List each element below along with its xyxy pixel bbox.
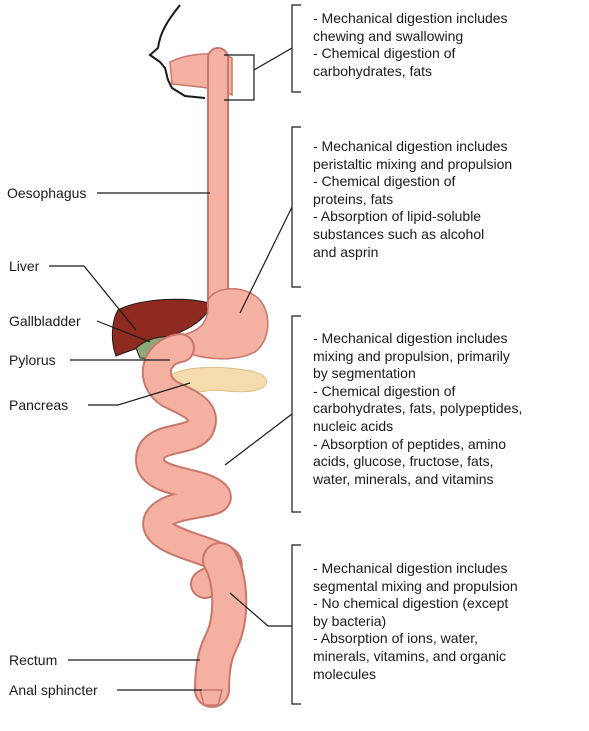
label-pancreas: Pancreas — [9, 397, 69, 413]
note-stomach: - Mechanical digestion includes peristal… — [313, 138, 513, 260]
label-liver: Liver — [9, 258, 40, 274]
label-gallbladder: Gallbladder — [9, 313, 81, 329]
note-large-intestine: - Mechanical digestion includes segmenta… — [313, 560, 518, 682]
brackets-right — [224, 4, 301, 705]
stomach — [177, 288, 269, 360]
face-profile — [148, 4, 206, 99]
note-small-intestine: - Mechanical digestion includes mixing a… — [313, 330, 523, 487]
note-mouth: - Mechanical digestion includes chewing … — [313, 10, 508, 79]
rectum — [199, 689, 223, 706]
label-oesophagus: Oesophagus — [7, 185, 87, 201]
leader-lines-left — [49, 192, 210, 691]
label-anal-sphincter: Anal sphincter — [9, 682, 98, 698]
label-pylorus: Pylorus — [9, 352, 56, 368]
label-rectum: Rectum — [9, 652, 58, 668]
